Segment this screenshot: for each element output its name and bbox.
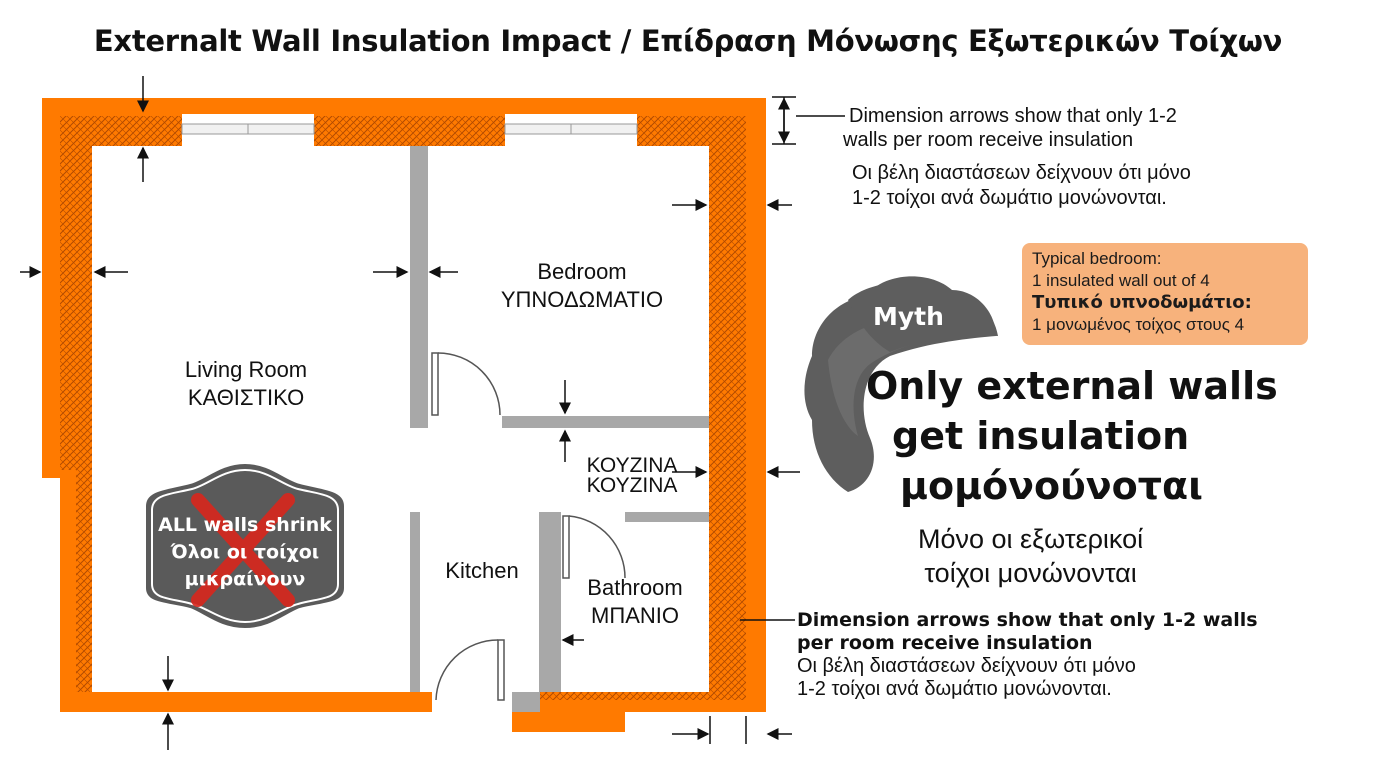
x-mark-icon — [191, 493, 295, 607]
typical-bedroom-box: Typical bedroom: 1 insulated wall out of… — [1022, 243, 1308, 345]
living-room-label: Living Room ΚΑΘΙΣΤΙΚΟ — [160, 356, 332, 412]
door-bathroom — [562, 515, 626, 579]
badge-line3: μικραίνουν — [184, 568, 306, 590]
myth-headline-line2: get insulation — [892, 414, 1190, 458]
partition-bathroom-top — [625, 512, 709, 522]
bedroom-label: Bedroom ΥΠΝΟΔΩΜΑΤΙΟ — [480, 258, 684, 314]
top-note-en-line1: Dimension arrows show that only 1-2 — [849, 105, 1177, 127]
top-note-gr-line2: 1-2 τοίχοι ανά δωμάτιο μονώνονται. — [852, 187, 1167, 209]
typical-box-line1: Typical bedroom: — [1032, 249, 1162, 268]
myth-blob — [804, 276, 998, 492]
walls-shrink-badge-text: ALL walls shrink Όλοι οι τοίχοι μικραίνο… — [150, 512, 340, 593]
typical-box-line4: 1 μονωμένος τοίχος στους 4 — [1032, 315, 1245, 334]
bottom-note: Dimension arrows show that only 1-2 wall… — [797, 609, 1258, 701]
badge-line2: Όλοι οι τοίχοι — [170, 541, 320, 563]
bottom-note-en-line2: per room receive insulation — [797, 632, 1093, 654]
living-room-label-en: Living Room — [184, 357, 308, 382]
dimension-arrows — [20, 76, 845, 750]
window-left — [181, 114, 315, 146]
top-note-gr-line1: Οι βέλη διαστάσεων δείχνουν ότι μόνο — [852, 162, 1191, 184]
partition-bedroom-kitchen — [502, 416, 709, 428]
myth-headline-line1: Only external walls — [866, 364, 1278, 408]
kouzina-label: ΚΟΥΖΙΝΑ ΚΟΥΖΙΝΑ — [574, 454, 690, 497]
myth-tag: Myth — [873, 302, 944, 331]
partition-kitchen-bathroom — [539, 512, 561, 692]
bedroom-label-gr: ΥΠΝΟΔΩΜΑΤΙΟ — [500, 287, 664, 312]
bathroom-floor-edge — [512, 692, 540, 712]
bottom-note-gr-line2: 1-2 τοίχοι ανά δωμάτιο μονώνονται. — [797, 678, 1112, 700]
myth-subtitle: Μόνο οι εξωτερικοί τοίχοι μονώνονται — [918, 522, 1143, 590]
kouzina-label-1: ΚΟΥΖΙΝΑ — [586, 454, 678, 477]
living-room-label-gr: ΚΑΘΙΣΤΙΚΟ — [187, 385, 305, 410]
kitchen-label: Kitchen — [445, 558, 519, 583]
myth-headline-line3: μομόνούνοται — [900, 464, 1203, 508]
top-note-gr: Οι βέλη διαστάσεων δείχνουν ότι μόνο 1-2… — [852, 161, 1191, 211]
top-note-en: Dimension arrows show that only 1-2 wall… — [843, 104, 1177, 152]
typical-box-line2: 1 insulated wall out of 4 — [1032, 271, 1210, 290]
door-bedroom — [431, 352, 501, 416]
page-title: Externalt Wall Insulation Impact / Επίδρ… — [93, 24, 1283, 58]
bathroom-label: Bathroom ΜΠΑΝΙΟ — [568, 574, 702, 630]
typical-box-line3: Τυπικό υπνοδωμάτιο: — [1032, 292, 1252, 313]
bottom-note-en-line1: Dimension arrows show that only 1-2 wall… — [797, 609, 1258, 631]
kouzina-label-2: ΚΟΥΖΙΝΑ — [586, 474, 678, 497]
badge-line1: ALL walls shrink — [158, 514, 332, 536]
walls-shrink-badge — [142, 459, 348, 633]
myth-headline: Only external walls get insulation μομόν… — [866, 361, 1278, 511]
myth-subtitle-line1: Μόνο οι εξωτερικοί — [918, 524, 1144, 554]
bottom-note-gr-line1: Οι βέλη διαστάσεων δείχνουν ότι μόνο — [797, 655, 1136, 677]
bathroom-label-gr: ΜΠΑΝΙΟ — [591, 603, 679, 628]
partition-living-bedroom — [410, 146, 428, 428]
myth-subtitle-line2: τοίχοι μονώνονται — [924, 558, 1137, 588]
partition-living-kitchen — [410, 512, 420, 692]
bathroom-label-en: Bathroom — [587, 575, 683, 600]
window-right — [504, 114, 638, 146]
bedroom-label-en: Bedroom — [537, 259, 627, 284]
top-note-en-line2: walls per room receive insulation — [843, 129, 1134, 151]
door-entrance — [435, 639, 505, 701]
